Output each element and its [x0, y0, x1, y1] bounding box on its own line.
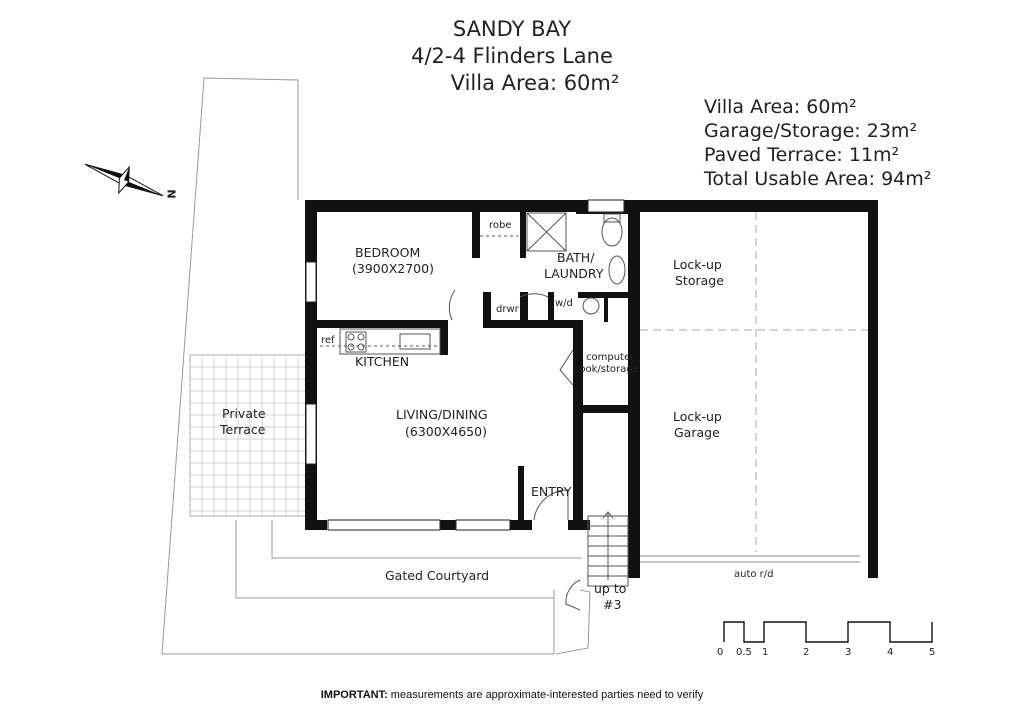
fridge-label: ref	[321, 335, 335, 346]
scale-tick-label: 0	[717, 647, 724, 658]
scale-tick-label: 5	[929, 647, 936, 658]
title-suburb: SANDY BAY	[452, 17, 572, 41]
bath-label-2: LAUNDRY	[544, 266, 604, 281]
computer-label-1: computer	[586, 352, 635, 363]
robe-label: robe	[489, 220, 512, 231]
scale-tick-label: 4	[887, 647, 894, 658]
compass-label: N	[164, 189, 178, 199]
courtyard-label: Gated Courtyard	[385, 568, 490, 583]
garage-label-2: Garage	[674, 425, 720, 440]
stairs-label-2: #3	[603, 597, 622, 612]
computer-label-2: nook/storage	[573, 364, 639, 375]
garage-label-1: Lock-up	[673, 409, 722, 424]
storage-label-2: Storage	[675, 273, 724, 288]
bedroom-label: BEDROOM	[355, 245, 421, 260]
garage-divisions	[640, 212, 868, 563]
garage-door-label: auto r/d	[734, 569, 774, 580]
bath-label-1: BATH/	[557, 250, 595, 265]
living-size: (6300X4650)	[405, 424, 487, 439]
doors	[448, 289, 581, 611]
scale-tick-label: 1	[762, 647, 769, 658]
entry-label: ENTRY	[531, 484, 572, 499]
windows	[305, 199, 625, 531]
disclaimer-bold: IMPORTANT:	[320, 689, 388, 701]
bedroom-size: (3900X2700)	[352, 261, 434, 276]
terrace-label-1: Private	[222, 406, 266, 421]
lot-boundary	[161, 77, 591, 655]
fixtures	[320, 212, 626, 355]
drawer-label: drwr	[496, 304, 519, 315]
disclaimer-note: IMPORTANT: measurements are approximate-…	[0, 689, 1024, 701]
area-garage: Garage/Storage: 23m²	[704, 120, 918, 142]
scale-tick-label: 0.5	[736, 647, 752, 658]
disclaimer-text: measurements are approximate-interested …	[387, 689, 704, 701]
storage-label-1: Lock-up	[673, 257, 722, 272]
title-area: Villa Area: 60m²	[450, 71, 620, 95]
area-terrace: Paved Terrace: 11m²	[704, 144, 900, 166]
living-label: LIVING/DINING	[396, 407, 488, 422]
area-total: Total Usable Area: 94m²	[704, 168, 932, 190]
stairs	[587, 511, 629, 587]
scale-tick-label: 3	[845, 647, 852, 658]
stairs-label-1: up to	[594, 581, 627, 596]
scale-tick-label: 2	[803, 647, 810, 658]
north-arrow-icon	[84, 163, 164, 197]
kitchen-label: KITCHEN	[355, 354, 410, 369]
area-villa: Villa Area: 60m²	[704, 96, 857, 118]
title-address: 4/2-4 Flinders Lane	[411, 44, 613, 68]
washer-dryer-label: w/d	[555, 298, 573, 309]
scale-bar	[723, 621, 933, 643]
terrace-label-2: Terrace	[220, 422, 266, 437]
